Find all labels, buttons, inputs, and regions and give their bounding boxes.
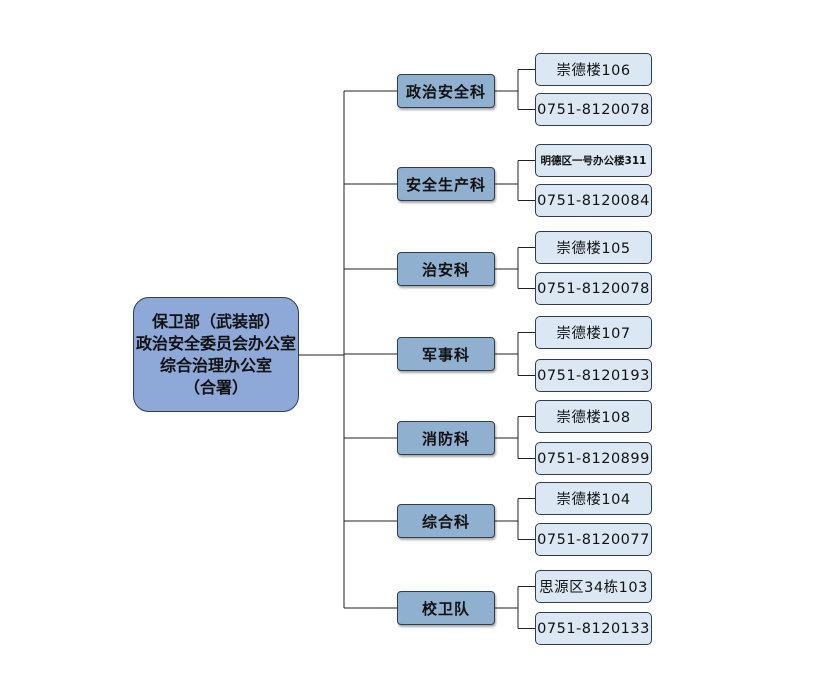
location-node-general-affairs: 崇德楼104 — [535, 482, 652, 515]
location-node-campus-guard: 思源区34栋103 — [535, 570, 652, 603]
dept-node-production-safety: 安全生产科 — [397, 167, 495, 201]
location-node-fire-control: 崇德楼108 — [535, 400, 652, 433]
root-line-3: 综合治理办公室 — [159, 355, 272, 375]
phone-node-campus-guard: 0751-8120133 — [535, 612, 652, 645]
phone-node-public-order: 0751-8120078 — [535, 272, 652, 305]
dept-node-public-order: 治安科 — [397, 252, 495, 286]
root-line-1: 保卫部（武装部） — [151, 311, 280, 331]
phone-node-general-affairs: 0751-8120077 — [535, 523, 652, 556]
root-line-2: 政治安全委员会办公室 — [135, 333, 296, 353]
phone-node-fire-control: 0751-8120899 — [535, 442, 652, 475]
dept-node-political-security: 政治安全科 — [397, 74, 495, 108]
dept-node-campus-guard: 校卫队 — [397, 591, 495, 625]
root-node: 保卫部（武装部） 政治安全委员会办公室 综合治理办公室 （合署） — [133, 297, 299, 412]
location-node-military: 崇德楼107 — [535, 316, 652, 349]
phone-node-military: 0751-8120193 — [535, 359, 652, 392]
location-node-political-security: 崇德楼106 — [535, 53, 652, 86]
phone-node-political-security: 0751-8120078 — [535, 93, 652, 126]
location-node-production-safety: 明德区一号办公楼311 — [535, 144, 652, 177]
root-line-4: （合署） — [183, 377, 248, 397]
dept-node-general-affairs: 综合科 — [397, 504, 495, 538]
location-node-public-order: 崇德楼105 — [535, 231, 652, 264]
phone-node-production-safety: 0751-8120084 — [535, 184, 652, 217]
dept-node-fire-control: 消防科 — [397, 421, 495, 455]
dept-node-military: 军事科 — [397, 337, 495, 371]
